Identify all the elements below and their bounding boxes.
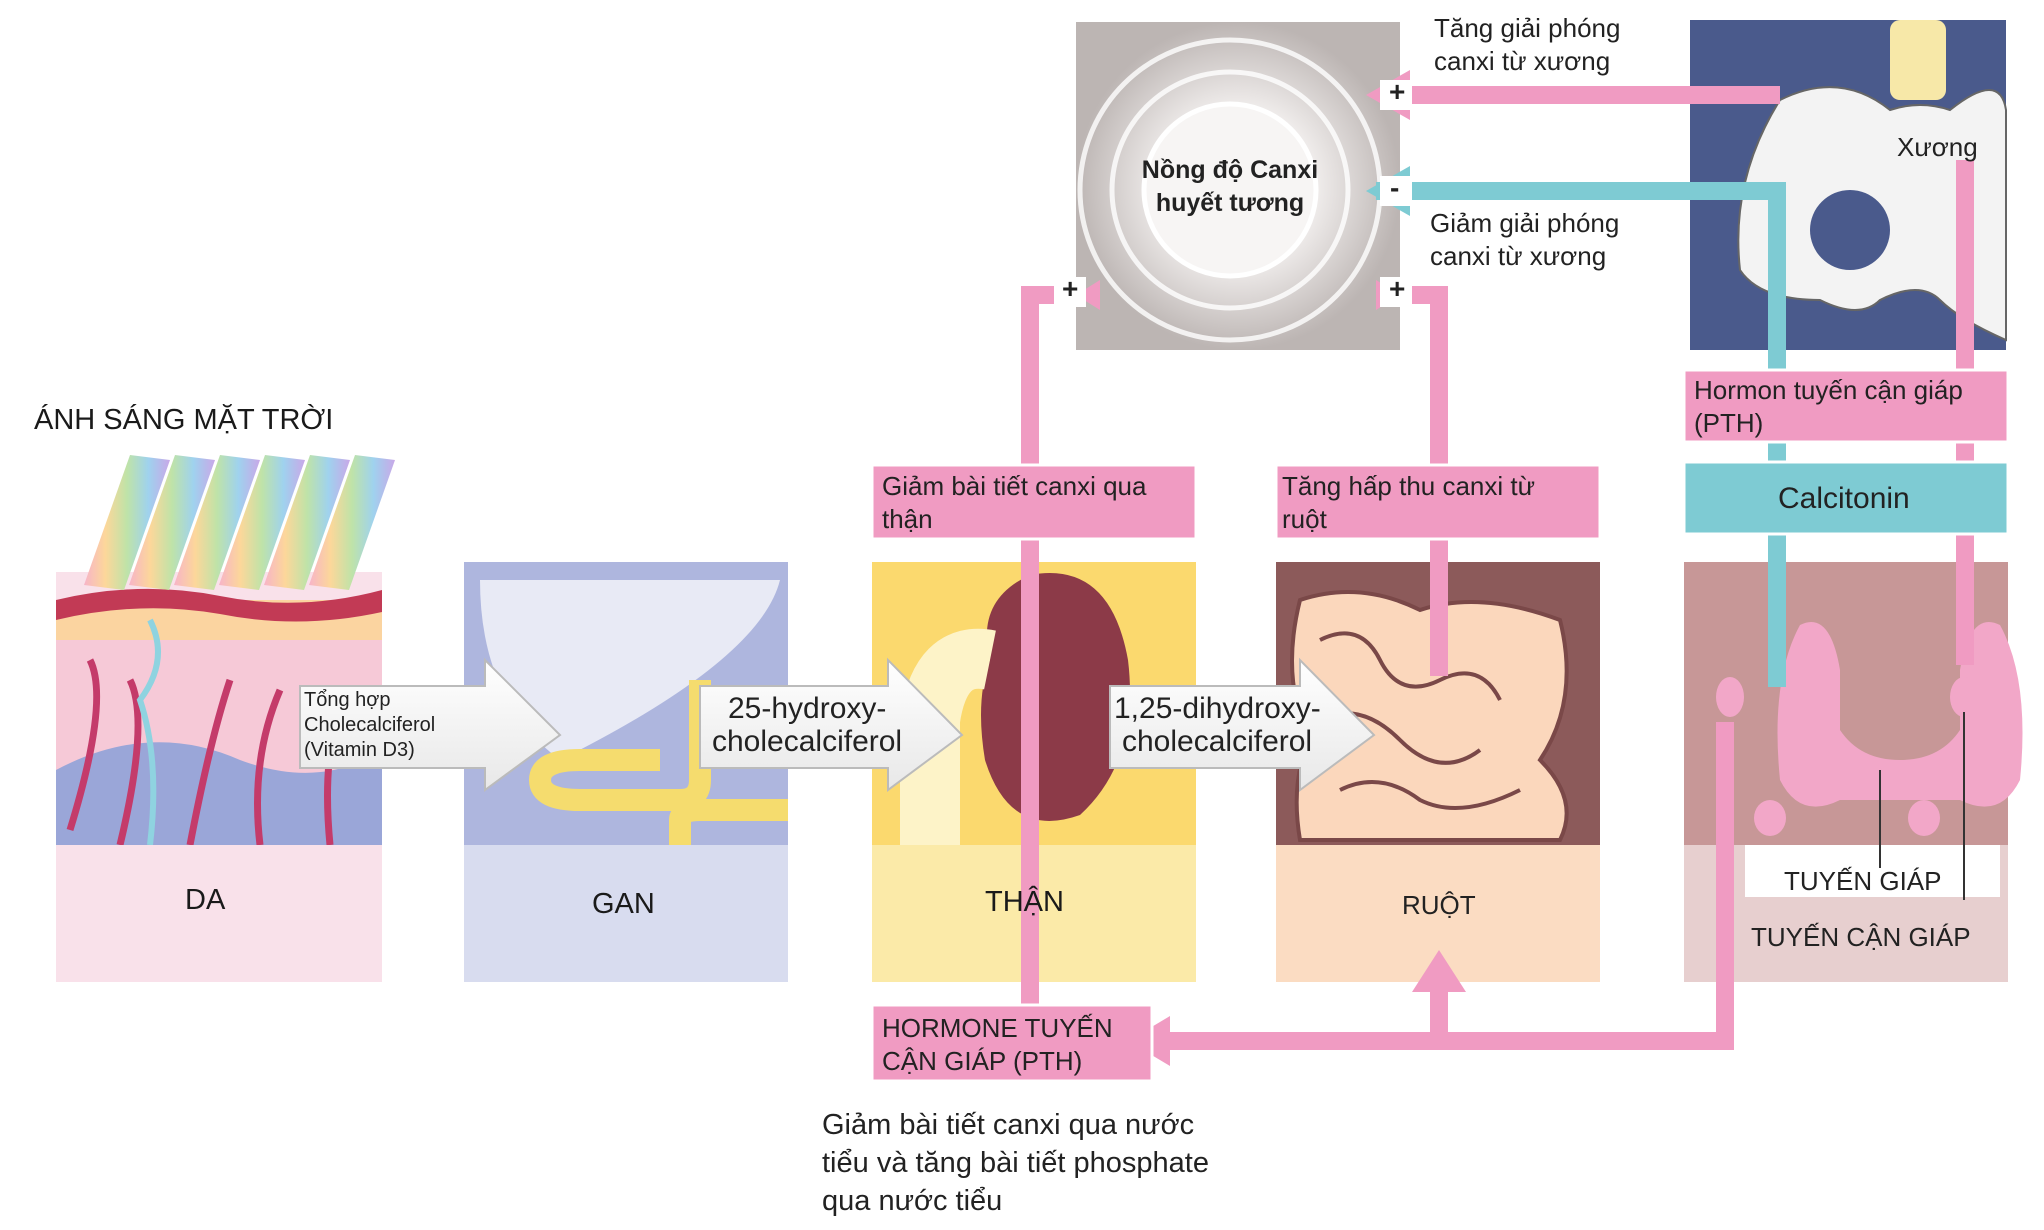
dihydroxy-label: 1,25-dihydroxy- cholecalciferol — [1114, 692, 1321, 758]
thyroid-panel — [1684, 562, 2023, 982]
pth-bottom-text: HORMONE TUYẾN CẬN GIÁP (PTH) — [882, 1013, 1113, 1076]
sign-badges — [1054, 80, 1412, 307]
organ-label-skin: DA — [185, 884, 226, 916]
pth-top-box — [1682, 368, 2010, 444]
organ-label-parathyroid: TUYẾN CẬN GIÁP — [1751, 922, 1971, 952]
bone-increase-label: Tăng giải phóng canxi từ xương — [1434, 13, 1621, 76]
plasma-calcium-panel — [1076, 22, 1400, 350]
footnote: Giảm bài tiết canxi qua nước tiểu và tăn… — [822, 1109, 1209, 1217]
calcitonin-box — [1682, 460, 2010, 536]
sign-minus-bone: - — [1390, 172, 1400, 203]
kidney-effect-text: Giảm bài tiết canxi qua thận — [882, 471, 1147, 534]
pth-bottom-box — [870, 1003, 1154, 1083]
sign-plus-intestine: + — [1389, 273, 1406, 304]
label-boxes — [870, 368, 2010, 1083]
sunlight-beams — [84, 455, 395, 590]
intestine-effect-box — [1274, 463, 1602, 541]
calcitonin-text: Calcitonin — [1778, 482, 1910, 515]
sign-plus-kidney: + — [1062, 273, 1079, 304]
organ-label-kidney: THẬN — [985, 886, 1064, 918]
organ-label-thyroid: TUYẾN GIÁP — [1784, 866, 1942, 896]
arrowhead-kidney-plasma — [1076, 280, 1100, 310]
organ-label-intestine: RUỘT — [1402, 890, 1476, 920]
plasma-calcium-label: Nồng độ Canxi huyết tương — [1141, 156, 1319, 217]
skin-panel — [56, 572, 382, 982]
liver-panel — [464, 562, 788, 982]
hydroxy25-label: 25-hydroxy- cholecalciferol — [712, 692, 903, 758]
sunlight-title: ÁNH SÁNG MẶT TRỜI — [34, 404, 334, 436]
sign-plus-bone: + — [1389, 76, 1406, 107]
synthesis-label: Tổng hợp Cholecalciferol (Vitamin D3) — [304, 689, 436, 761]
kidney-effect-box — [870, 463, 1198, 541]
organ-label-liver: GAN — [592, 888, 655, 920]
pth-top-text: Hormon tuyến cận giáp (PTH) — [1694, 375, 1963, 438]
arrowhead-pth-intestine — [1412, 950, 1466, 992]
bone-decrease-label: Giảm giải phóng canxi từ xương — [1430, 208, 1620, 271]
organ-label-bone: Xương — [1897, 132, 1978, 162]
intestine-effect-text: Tăng hấp thu canxi từ ruột — [1282, 471, 1536, 534]
conversion-arrows — [299, 657, 1376, 792]
